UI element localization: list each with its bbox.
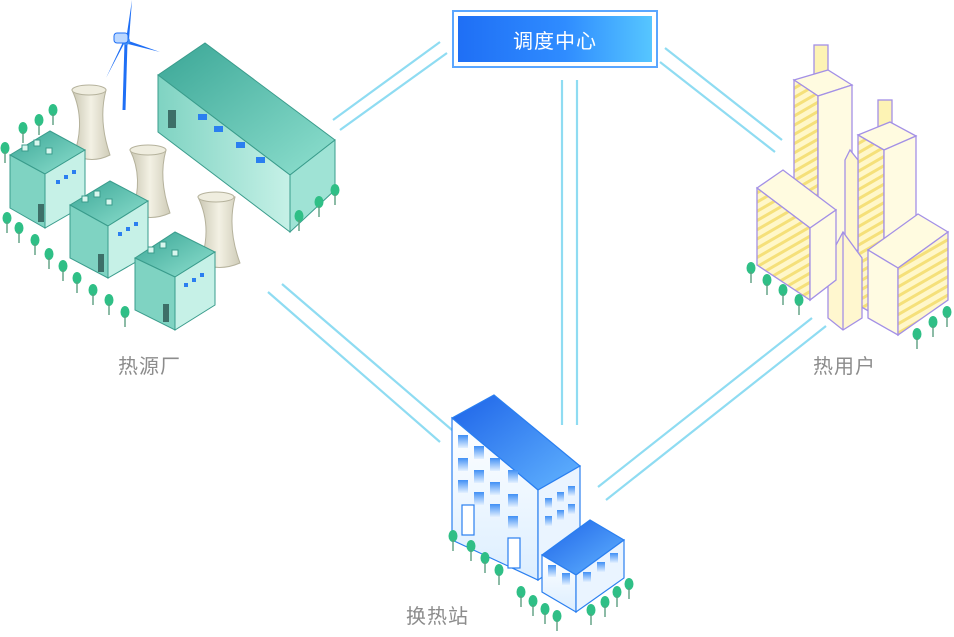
heat-user-buildings xyxy=(746,44,952,349)
link-dispatch-user xyxy=(659,47,783,153)
link-source-station xyxy=(267,283,453,443)
heat-user-label: 热用户 xyxy=(813,354,876,378)
dispatch-center-label: 调度中心 xyxy=(458,16,652,62)
boiler-block-3 xyxy=(133,231,217,331)
link-dispatch-station xyxy=(560,80,579,425)
exchange-station-building xyxy=(448,394,634,631)
link-user-station xyxy=(597,317,827,501)
wind-turbine-icon xyxy=(106,0,160,111)
heat-source-plant xyxy=(0,0,340,331)
skyscraper-icon xyxy=(755,44,950,337)
office-building-icon xyxy=(450,394,626,614)
dispatch-center-box: 调度中心 xyxy=(452,10,658,68)
heat-source-label: 热源厂 xyxy=(118,354,181,378)
power-plant-icon xyxy=(157,42,336,234)
link-source-dispatch xyxy=(332,41,448,131)
link-lines xyxy=(267,41,827,501)
exchange-station-label: 换热站 xyxy=(406,604,469,628)
